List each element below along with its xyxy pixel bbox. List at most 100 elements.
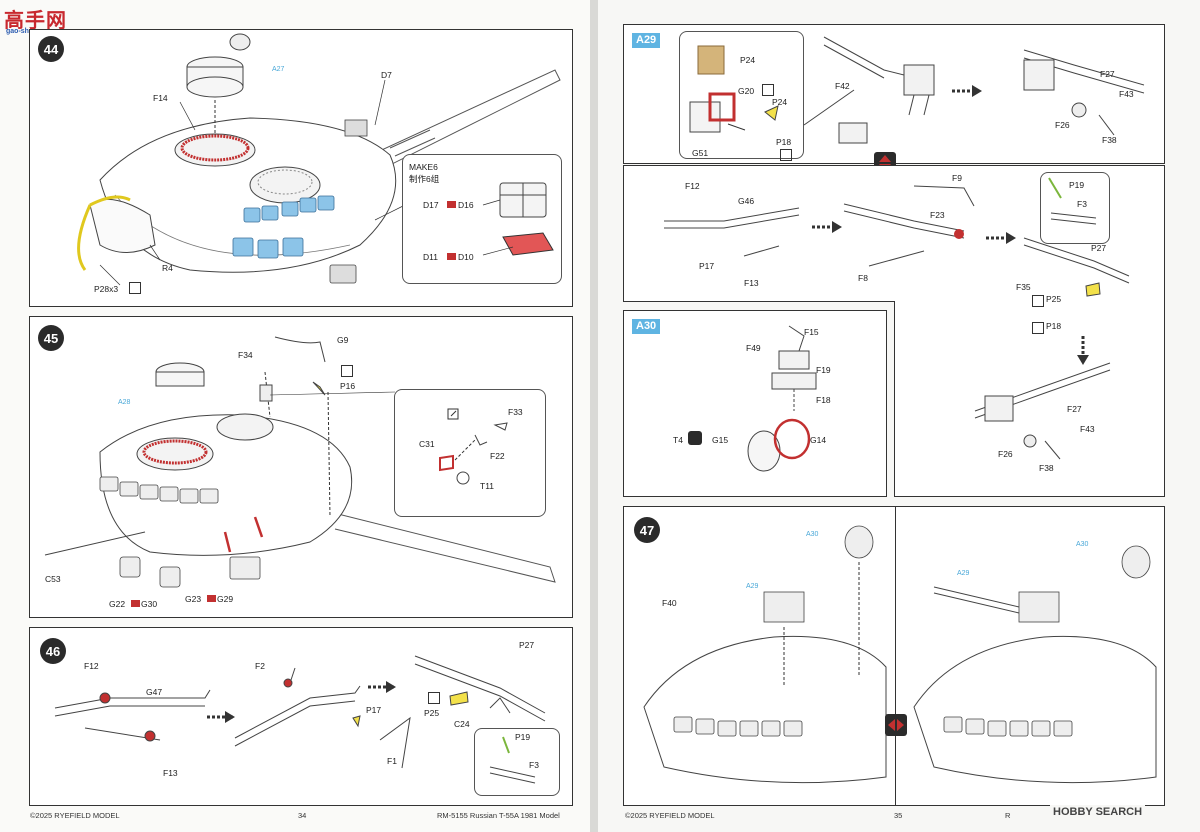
ammo-box-inset: P24 G20 P24 P18 G51: [679, 31, 804, 161]
footer-kit-name: RM-5155 Russian T-55A 1981 Model: [437, 811, 560, 820]
subassembly-tag-a30: A30: [1076, 541, 1089, 548]
part-label: P19: [1069, 180, 1085, 190]
part-label: G29: [217, 594, 234, 604]
part-label: P17: [699, 261, 715, 271]
turret-final-drawing: [643, 525, 1157, 784]
footer-copyright: ©2025 RYEFIELD MODEL: [30, 811, 120, 820]
step-number: 47: [634, 517, 660, 543]
turret-drawing: [44, 336, 556, 588]
part-label: P28x3: [94, 284, 119, 294]
glue-icon: [762, 84, 774, 96]
dshk-mg-drawing: [803, 36, 1145, 144]
part-label: G46: [738, 196, 755, 206]
detail-inset: F33 C31 F22 T11: [394, 389, 546, 517]
make6-inset: MAKE6 制作6组 D17 D16 D11 D10: [402, 154, 562, 284]
searchlight-drawing: [747, 325, 817, 472]
part-label: D16: [458, 200, 474, 210]
part-label: P24: [740, 55, 756, 65]
glue-icon: [1032, 322, 1044, 334]
subassembly-tag: A30: [632, 319, 661, 334]
switch-icon: [885, 714, 907, 736]
part-label: P19: [515, 732, 531, 742]
detail-inset: P19 F3: [474, 728, 560, 796]
watermark-logo: 高手网: [4, 10, 67, 32]
a29-panel: A29 P24 G20 P24 P18 G51: [623, 24, 1165, 164]
part-label: F12: [685, 181, 700, 191]
part-label: D17: [423, 200, 439, 210]
hobby-search-logo: HOBBY SEARCH: [1050, 805, 1146, 819]
p19-inset: P19 F3: [1040, 172, 1110, 244]
part-label: F12: [84, 661, 99, 671]
turret-drawing: [77, 33, 561, 286]
footer-copyright: ©2025 RYEFIELD MODEL: [625, 811, 715, 820]
part-label: F15: [804, 327, 819, 337]
glue-icon: [341, 365, 353, 377]
subassembly-tag-a28: A28: [118, 399, 131, 406]
part-label: P18: [776, 137, 792, 147]
step-47-panel: 47 A30 A29 A30: [623, 506, 1165, 806]
step-number: 46: [40, 638, 66, 664]
part-label: F26: [998, 449, 1013, 459]
glue-icon: [780, 149, 792, 161]
part-label: F2: [255, 661, 265, 671]
part-label: G22: [109, 599, 126, 609]
part-label: F38: [1102, 135, 1117, 145]
part-label: G9: [337, 335, 349, 345]
glue-icon: [428, 692, 440, 704]
part-label: F13: [744, 278, 759, 288]
part-label: P25: [1046, 294, 1062, 304]
part-label: D7: [381, 70, 392, 80]
part-label: F38: [1039, 463, 1054, 473]
part-label: F19: [816, 365, 831, 375]
part-label: P27: [1091, 243, 1107, 253]
part-label: T11: [480, 481, 495, 491]
part-label: F22: [490, 451, 505, 461]
step-number: 45: [38, 325, 64, 351]
part-label: D11: [423, 252, 438, 262]
glue-icon: [1032, 295, 1044, 307]
part-label: F9: [952, 173, 962, 183]
part-label: F49: [746, 343, 761, 353]
part-label: G47: [146, 687, 163, 697]
stowage-boxes-blue: [232, 195, 335, 259]
part-label: F27: [1100, 69, 1115, 79]
part-label: P17: [366, 705, 382, 715]
box-part-drawing: [482, 182, 554, 256]
replace-icon: [131, 600, 140, 607]
part-label: F42: [835, 81, 850, 91]
left-page: 高手网 gao-shou.com 44: [0, 0, 590, 832]
replace-icon: [447, 253, 456, 260]
part-label: F14: [153, 93, 168, 103]
part-label: F1: [387, 756, 397, 766]
page-number: 34: [298, 811, 307, 820]
replace-icon: [447, 201, 456, 208]
part-label: F3: [529, 760, 539, 770]
part-label: F40: [662, 598, 677, 608]
part-label: P27: [519, 640, 535, 650]
part-label: F26: [1055, 120, 1070, 130]
part-label: F18: [816, 395, 831, 405]
panel-divider: [895, 507, 896, 805]
part-label: F13: [163, 768, 178, 778]
subassembly-tag-a27: A27: [272, 66, 285, 73]
part-label: G14: [810, 435, 827, 445]
part-label: P24: [772, 97, 788, 107]
part-label: F43: [1080, 424, 1095, 434]
part-label: C24: [454, 719, 470, 729]
part-label: C31: [419, 439, 435, 449]
part-label: G15: [712, 435, 729, 445]
part-label: P18: [1046, 321, 1062, 331]
subassembly-tag-a30: A30: [806, 531, 819, 538]
page-number: 35: [894, 811, 903, 820]
part-label: G51: [692, 148, 709, 158]
part-label: G30: [141, 599, 158, 609]
part-label: F43: [1119, 89, 1134, 99]
part-label: R4: [162, 263, 173, 273]
part-label: F23: [930, 210, 945, 220]
subassembly-tag-a29: A29: [746, 583, 759, 590]
part-label: F35: [1016, 282, 1031, 292]
mg-final-panel: P25 P18 F27 F43 F26 F38: [894, 295, 1165, 497]
subassembly-tag: A29: [632, 33, 661, 48]
footer-kit-name-partial: R: [1005, 811, 1011, 820]
part-label: P25: [424, 708, 440, 718]
